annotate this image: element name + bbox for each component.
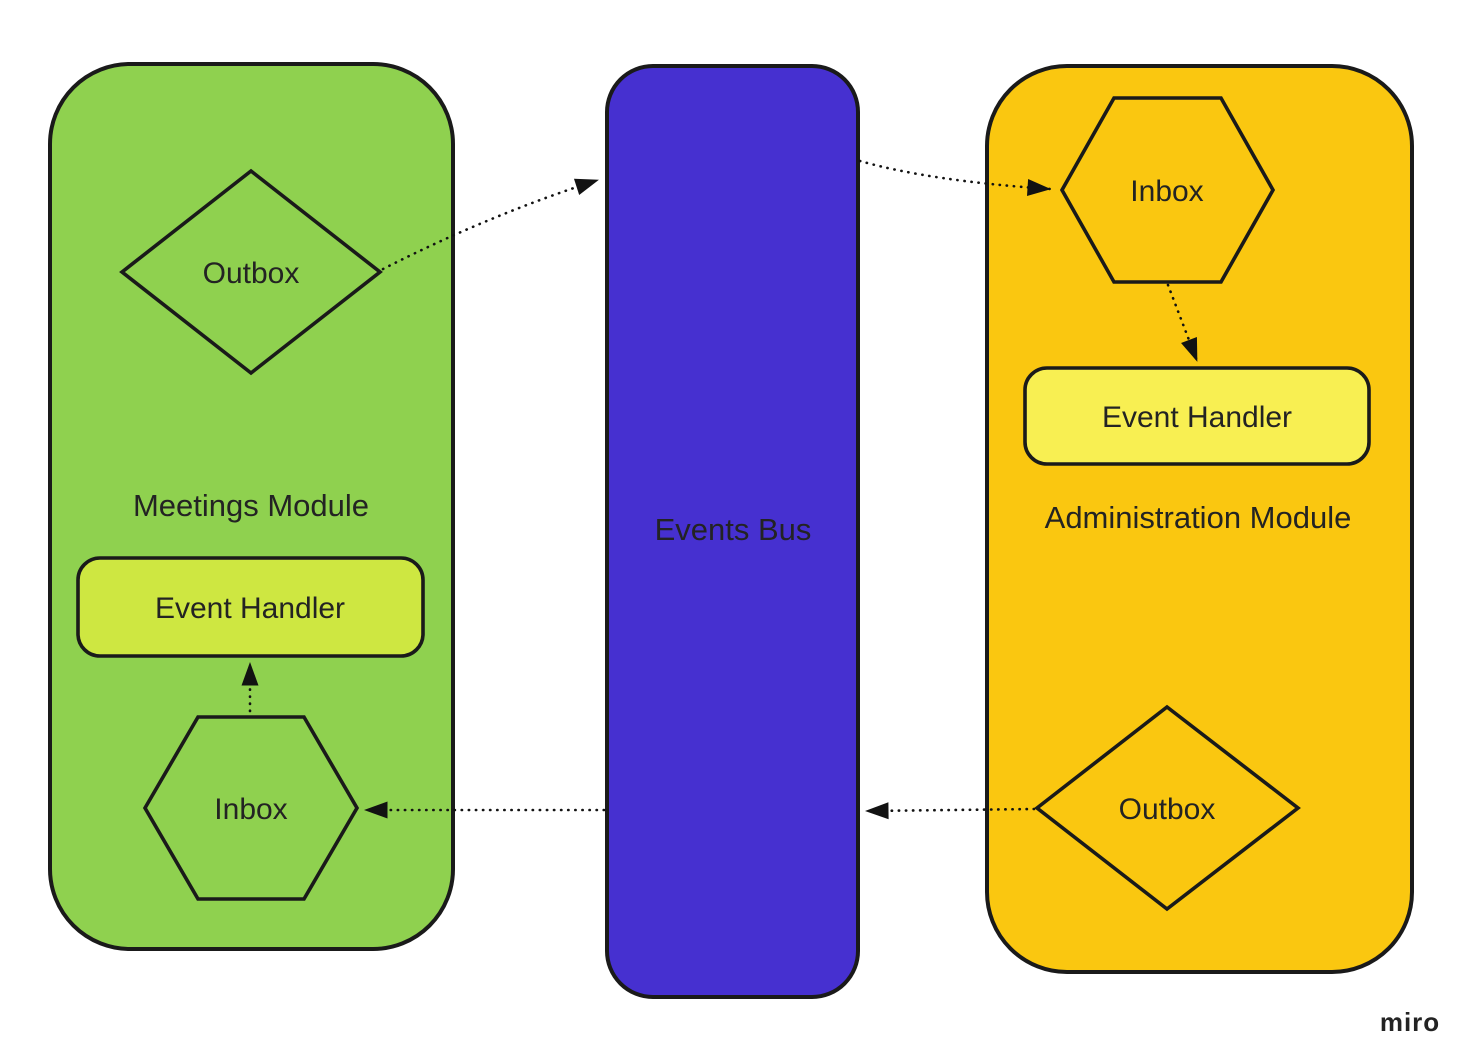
administration-event-handler-box <box>1023 366 1371 466</box>
administration-event-handler-label: Event Handler <box>1102 401 1292 434</box>
meetings-event-handler-box <box>76 556 425 658</box>
arrow-administration-outbox-to-events-bus <box>864 802 1036 820</box>
administration-outbox-label: Outbox <box>1119 793 1216 826</box>
arrow-administration-inbox-to-event-handler <box>1166 283 1199 363</box>
events-bus: Events Bus <box>605 64 860 999</box>
meetings-module: Outbox Meetings Module Event Handler Inb… <box>48 62 455 951</box>
administration-inbox-label: Inbox <box>1130 175 1203 208</box>
administration-module-container <box>985 64 1414 974</box>
meetings-outbox-diamond <box>119 168 383 376</box>
meetings-outbox-label: Outbox <box>203 257 300 290</box>
meetings-module-title: Meetings Module <box>133 488 369 523</box>
events-bus-container <box>605 64 860 999</box>
meetings-inbox-label: Inbox <box>214 793 287 826</box>
events-bus-title: Events Bus <box>655 512 812 547</box>
arrow-events-bus-to-administration-inbox <box>858 159 1052 196</box>
miro-watermark: miro <box>1380 1007 1440 1037</box>
administration-module: Inbox Event Handler Administration Modul… <box>985 64 1414 974</box>
connections <box>241 159 1199 820</box>
arrow-meetings-outbox-to-events-bus <box>381 178 600 271</box>
administration-inbox-hexagon <box>1059 96 1276 284</box>
administration-module-title: Administration Module <box>1045 500 1352 535</box>
meetings-inbox-hexagon <box>142 715 360 901</box>
meetings-event-handler-label: Event Handler <box>155 592 345 625</box>
administration-outbox-diamond <box>1034 704 1301 912</box>
